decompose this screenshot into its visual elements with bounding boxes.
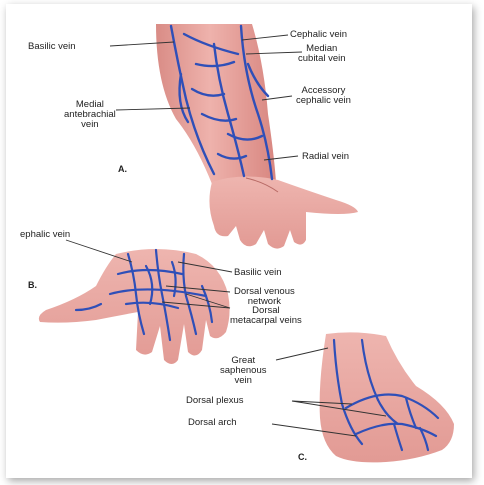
- label-cephalic-vein-b: ephalic vein: [20, 230, 70, 240]
- label-dorsal-plexus: Dorsal plexus: [186, 396, 244, 406]
- section-label-a: A.: [118, 164, 127, 174]
- label-basilic-vein-b: Basilic vein: [234, 268, 282, 278]
- section-label-b: B.: [28, 280, 37, 290]
- section-label-c: C.: [298, 452, 307, 462]
- foot-illustration: [320, 332, 454, 462]
- label-basilic-vein-top: Basilic vein: [28, 42, 76, 52]
- label-cephalic-vein-top: Cephalic vein: [290, 30, 347, 40]
- hand-skin-a: [209, 176, 358, 248]
- label-dorsal-arch: Dorsal arch: [188, 418, 237, 428]
- label-radial-vein: Radial vein: [302, 152, 349, 162]
- anatomy-illustration: [6, 4, 472, 478]
